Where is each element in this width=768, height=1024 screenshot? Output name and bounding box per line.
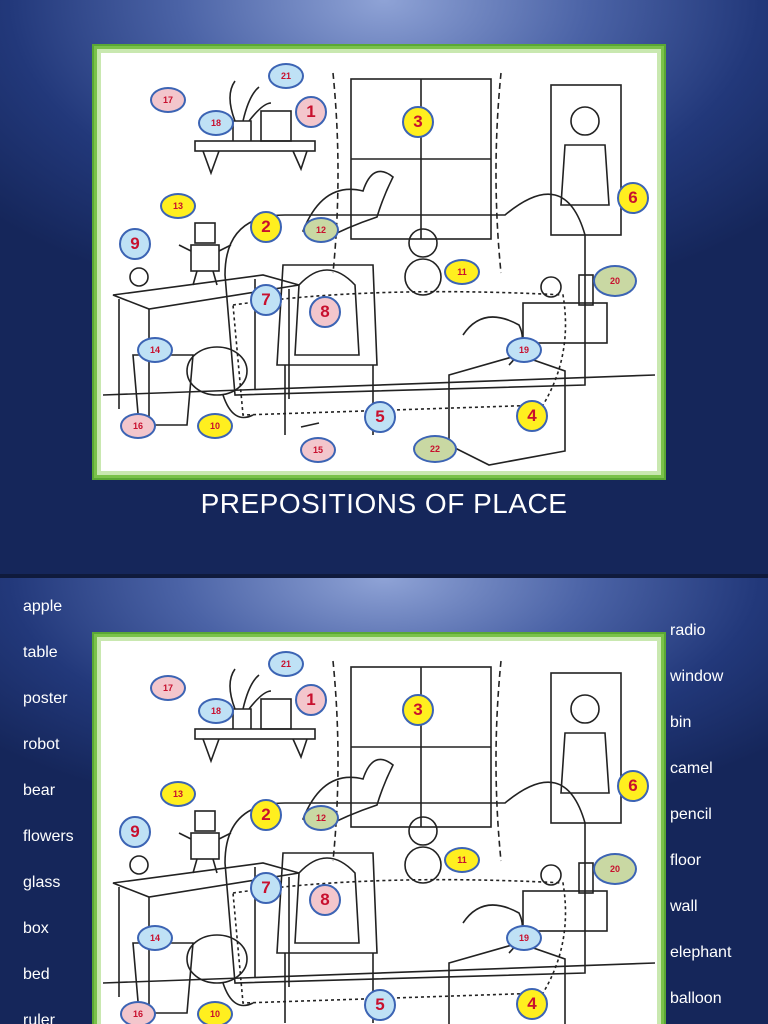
badge-11: 11 <box>444 259 480 285</box>
badge-8: 8 <box>309 884 341 916</box>
slide-title: PREPOSITIONS OF PLACE <box>200 488 568 519</box>
badge-4: 4 <box>516 400 548 432</box>
badge-19: 19 <box>506 337 542 363</box>
badge-20: 20 <box>593 853 637 885</box>
badge-7: 7 <box>250 284 282 316</box>
word-item: pencil <box>670 806 712 823</box>
word-item: box <box>23 920 49 937</box>
badge-14: 14 <box>137 925 173 951</box>
badge-10: 10 <box>197 1001 233 1024</box>
badge-22: 22 <box>413 435 457 463</box>
badge-1: 1 <box>295 684 327 716</box>
badge-7: 7 <box>250 872 282 904</box>
badge-21: 21 <box>268 63 304 89</box>
word-item: bin <box>670 714 692 731</box>
badge-21: 21 <box>268 651 304 677</box>
word-item: radio <box>670 622 706 639</box>
word-item: poster <box>23 690 68 707</box>
slide-1: 1 2 3 4 5 6 7 8 9 10 11 12 13 14 15 16 1… <box>0 0 768 574</box>
word-item: glass <box>23 874 61 891</box>
badge-11: 11 <box>444 847 480 873</box>
badge-16: 16 <box>120 1001 156 1024</box>
badge-13: 13 <box>160 193 196 219</box>
badge-5: 5 <box>364 401 396 433</box>
word-item: floor <box>670 852 702 869</box>
word-item: camel <box>670 760 713 777</box>
badge-4: 4 <box>516 988 548 1020</box>
bedroom-drawing-copy <box>103 660 655 1024</box>
word-item: elephant <box>670 944 732 961</box>
badge-6: 6 <box>617 182 649 214</box>
badge-8: 8 <box>309 296 341 328</box>
badge-15: 15 <box>300 437 336 463</box>
badge-9: 9 <box>119 228 151 260</box>
badge-9: 9 <box>119 816 151 848</box>
word-item: window <box>670 668 724 685</box>
bedroom-illustration <box>103 55 655 469</box>
badge-14: 14 <box>137 337 173 363</box>
word-item: bed <box>23 966 50 983</box>
badge-19: 19 <box>506 925 542 951</box>
illustration-frame: 1 2 3 4 5 6 7 8 9 10 11 12 13 14 15 16 1… <box>94 46 664 478</box>
word-item: table <box>23 644 58 661</box>
badge-12: 12 <box>303 805 339 831</box>
badge-18: 18 <box>198 110 234 136</box>
badge-18: 18 <box>198 698 234 724</box>
word-item: robot <box>23 736 60 753</box>
badge-13: 13 <box>160 781 196 807</box>
bedroom-drawing <box>103 72 655 466</box>
illustration-frame-copy: 1 2 3 4 5 6 7 8 9 10 11 12 13 14 16 17 1… <box>94 634 664 1024</box>
badge-3: 3 <box>402 694 434 726</box>
badge-5: 5 <box>364 989 396 1021</box>
badge-10: 10 <box>197 413 233 439</box>
slide-2: apple table poster robot bear flowers gl… <box>0 578 768 1024</box>
badge-2: 2 <box>250 799 282 831</box>
word-item: apple <box>23 598 63 615</box>
word-item: flowers <box>23 828 74 845</box>
badge-17: 17 <box>150 87 186 113</box>
word-item: wall <box>670 898 698 915</box>
badge-2: 2 <box>250 211 282 243</box>
badge-16: 16 <box>120 413 156 439</box>
badge-3: 3 <box>402 106 434 138</box>
badge-20: 20 <box>593 265 637 297</box>
word-item: ruler <box>23 1012 56 1024</box>
badge-1: 1 <box>295 96 327 128</box>
badge-6: 6 <box>617 770 649 802</box>
bedroom-illustration-copy <box>103 643 655 1024</box>
word-item: bear <box>23 782 56 799</box>
badge-17: 17 <box>150 675 186 701</box>
word-item: balloon <box>670 990 722 1007</box>
badge-12: 12 <box>303 217 339 243</box>
